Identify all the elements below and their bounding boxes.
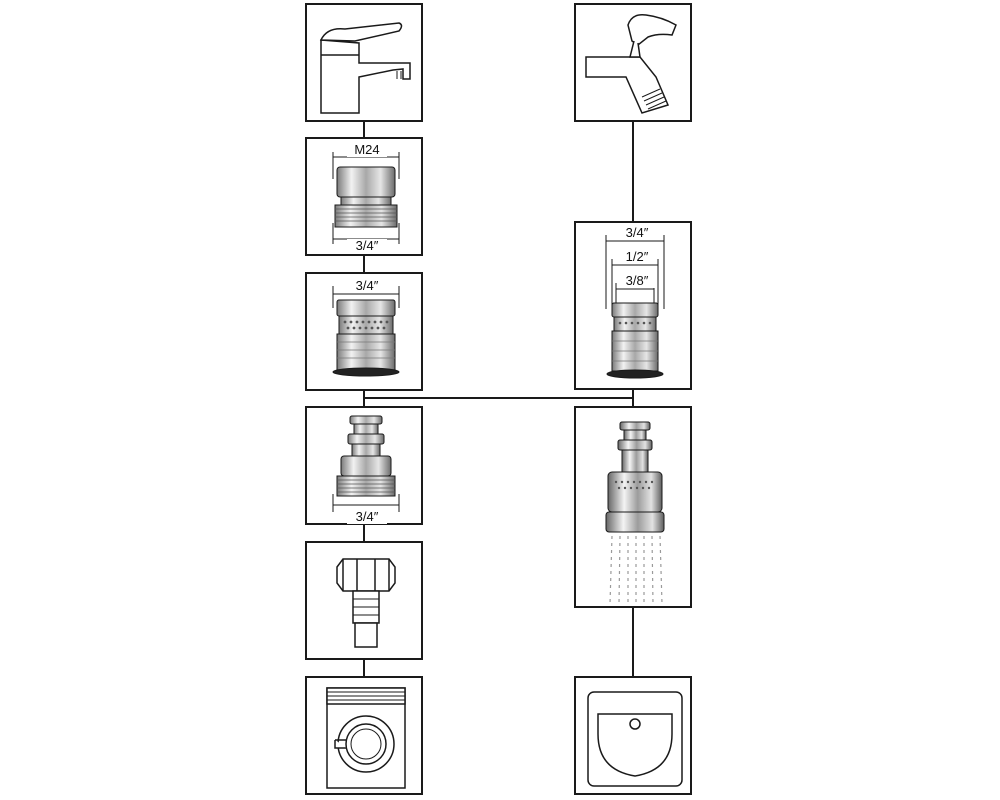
sink-panel [574, 676, 692, 795]
male-nipple-panel: 3/4″ [305, 406, 423, 525]
wall-tap-icon [585, 13, 677, 114]
hose-nut-fitting-icon [336, 558, 396, 648]
adapter-3-4-label: 3/4″ [347, 239, 387, 253]
tap-panel [574, 3, 692, 122]
washing-machine-panel [305, 676, 423, 795]
kitchen-faucet-icon [319, 22, 411, 114]
multi-3-8-label: 3/8″ [617, 274, 657, 288]
multi-connector-panel: 3/4″ 1/2″ 3/8″ [574, 221, 692, 390]
female-3-4-label: 3/4″ [347, 279, 387, 293]
multi-thread-connector-icon [605, 235, 665, 379]
m24-label: M24 [347, 143, 387, 157]
aerator-spray-icon [605, 421, 665, 605]
female-quick-connector-icon [332, 286, 400, 377]
adapter-panel: M24 3/4″ [305, 137, 423, 256]
male-quick-nipple-icon [332, 415, 400, 512]
aerator-panel [574, 406, 692, 608]
sink-basin-icon [587, 691, 683, 787]
washing-machine-icon [326, 687, 406, 789]
nipple-3-4-label: 3/4″ [347, 510, 387, 524]
female-connector-panel: 3/4″ [305, 272, 423, 391]
multi-3-4-label: 3/4″ [617, 226, 657, 240]
faucet-panel [305, 3, 423, 122]
multi-1-2-label: 1/2″ [617, 250, 657, 264]
m24-to-3-4-adapter-icon [332, 152, 400, 244]
hose-fitting-panel [305, 541, 423, 660]
